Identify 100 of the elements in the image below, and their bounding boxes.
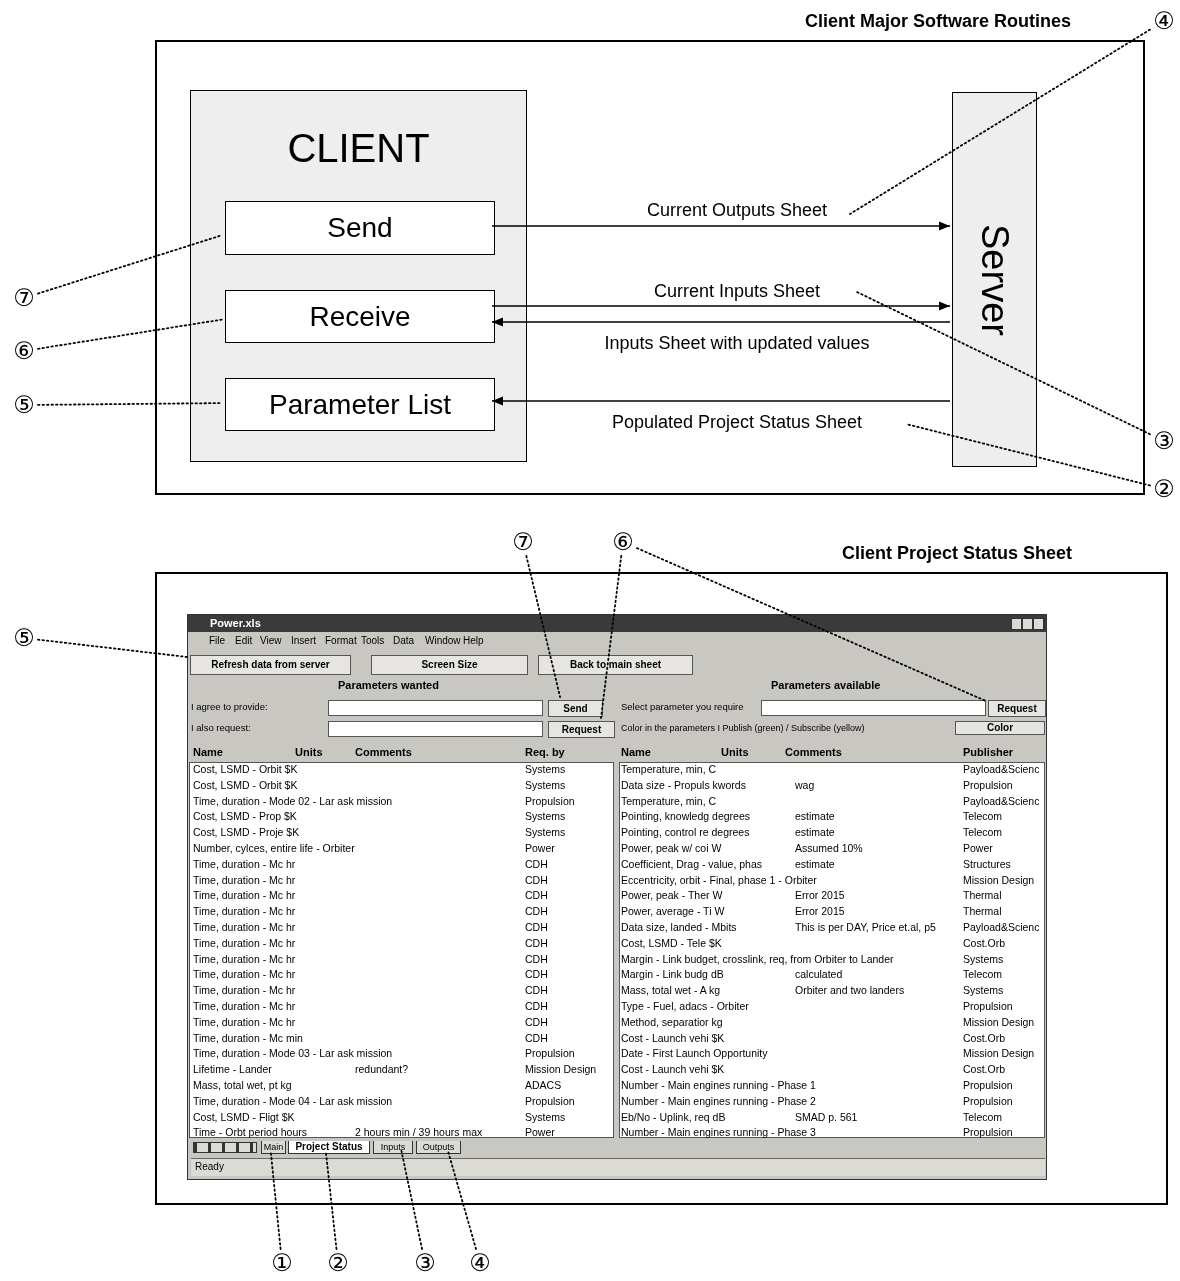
table-cell: Power, peak w/ coi W (621, 842, 722, 855)
sheet-button: Refresh data from server (190, 655, 351, 675)
sheet-button: Request (988, 700, 1046, 717)
table-cell: Cost - Launch vehi $K (621, 1063, 725, 1076)
field-label: Color in the parameters I Publish (green) / Subscribe (yellow) (621, 723, 865, 734)
table-cell: CDH (525, 1031, 548, 1044)
table-cell: Error 2015 (795, 889, 845, 902)
table-cell: ADACS (525, 1079, 562, 1092)
client-heading: CLIENT (287, 125, 430, 171)
table-cell: Cost.Orb (963, 1063, 1005, 1076)
menu-item: Data (393, 635, 415, 647)
routine-box: Receive (225, 290, 495, 343)
column-header: Publisher (963, 746, 1014, 759)
table-cell: estimate (795, 810, 835, 823)
server-box: Server (952, 92, 1037, 467)
table-cell: Mission Design (963, 1015, 1035, 1028)
table-cell: Time, duration - Mc hr (193, 857, 296, 870)
table-cell: Time, duration - Mc hr (193, 889, 296, 902)
table-cell: Propulsion (525, 1094, 575, 1107)
table-cell: Payload&Scienc (963, 763, 1040, 776)
column-header: Comments (355, 746, 412, 759)
table-cell: Error 2015 (795, 905, 845, 918)
table-cell: CDH (525, 936, 548, 949)
table-cell: 2 hours min / 39 hours max (355, 1126, 483, 1139)
table-cell: CDH (525, 1015, 548, 1028)
table-cell: Systems (963, 984, 1004, 997)
table-cell: Power (525, 842, 555, 855)
table-cell: This is per DAY, Price et.al, p5 (795, 921, 936, 934)
table-cell: Time, duration - Mc hr (193, 936, 296, 949)
table-cell: CDH (525, 889, 548, 902)
field-label: I agree to provide: (191, 702, 268, 713)
table-cell: Propulsion (963, 1079, 1013, 1092)
table-cell: Date - First Launch Opportunity (621, 1047, 768, 1060)
menu-item: Edit (235, 635, 253, 647)
column-header: Units (721, 746, 749, 759)
table-cell: Telecom (963, 810, 1003, 823)
table-cell: calculated (795, 968, 843, 981)
column-header: Comments (785, 746, 842, 759)
table-cell: Time, duration - Mc hr (193, 952, 296, 965)
table-cell: Cost.Orb (963, 936, 1005, 949)
sheet-tab: Outputs (416, 1141, 461, 1154)
table-cell: CDH (525, 921, 548, 934)
spreadsheet-window (187, 614, 1047, 1180)
table-cell: Power (963, 842, 993, 855)
table-cell: Method, separatior kg (621, 1015, 723, 1028)
section-heading: Parameters available (771, 679, 881, 692)
table-cell: CDH (525, 968, 548, 981)
table-cell: Systems (525, 1110, 566, 1123)
menu-item: Window (425, 635, 461, 647)
column-header: Name (193, 746, 223, 759)
color-button: Color (955, 721, 1045, 735)
table-cell: Data size, landed - Mbits (621, 921, 737, 934)
table-cell: Mass, total wet - A kg (621, 984, 721, 997)
callout-number: ③ (1150, 427, 1178, 455)
table-cell: Margin - Link budget, crosslink, req, from Orbiter to Lander (621, 952, 894, 965)
sheet-button: Send (548, 700, 603, 717)
callout-number: ④ (466, 1249, 494, 1277)
table-cell: Time, duration - Mode 04 - Lar ask mission (193, 1094, 393, 1107)
table-cell: Pointing, knowledg degrees (621, 810, 750, 823)
field-label: I also request: (191, 723, 251, 734)
callout-number: ④ (1150, 7, 1178, 35)
table-cell: Number - Main engines running - Phase 3 (621, 1126, 816, 1139)
table-cell: Eccentricity, orbit - Final, phase 1 - Orbiter (621, 873, 817, 886)
table-cell: Time, duration - Mode 03 - Lar ask mission (193, 1047, 393, 1060)
table-cell: CDH (525, 984, 548, 997)
callout-number: ⑥ (609, 528, 637, 556)
table-cell: CDH (525, 873, 548, 886)
table-cell: Time, duration - Mc hr (193, 984, 296, 997)
table-cell: Payload&Scienc (963, 921, 1040, 934)
callout-number: ⑤ (10, 391, 38, 419)
callout-number: ⑦ (10, 284, 38, 312)
sheet-tab: Main (261, 1141, 286, 1154)
table-cell: Mass, total wet, pt kg (193, 1079, 292, 1092)
window-title-bar: Power.xls (188, 615, 1046, 632)
menu-item: Tools (361, 635, 385, 647)
table-cell: wag (795, 778, 815, 791)
sheet-button: Screen Size (371, 655, 528, 675)
table-cell: Cost, LSMD - Orbit $K (193, 763, 298, 776)
table-cell: Cost, LSMD - Prop $K (193, 810, 297, 823)
table-cell: Time - Orbt period hours (193, 1126, 307, 1139)
table-cell: CDH (525, 905, 548, 918)
table-cell: Number - Main engines running - Phase 1 (621, 1079, 816, 1092)
table-cell: Time, duration - Mc hr (193, 1015, 296, 1028)
callout-number: ① (268, 1249, 296, 1277)
table-cell: SMAD p. 561 (795, 1110, 858, 1123)
table-cell: Cost, LSMD - Proje $K (193, 826, 300, 839)
panel-heading: Client Project Status Sheet (841, 543, 1072, 564)
table-cell: Cost, LSMD - Tele $K (621, 936, 722, 949)
field-label: Select parameter you require (621, 702, 744, 713)
client-box (190, 90, 527, 462)
table-cell: Propulsion (963, 1126, 1013, 1139)
table-cell: Thermal (963, 905, 1002, 918)
table-cell: Temperature, min, C (621, 763, 717, 776)
table-cell: Propulsion (525, 794, 575, 807)
table-cell: Telecom (963, 968, 1003, 981)
table-cell: Propulsion (963, 778, 1013, 791)
table-cell: Mission Design (963, 873, 1035, 886)
table-cell: Power, peak - Ther W (621, 889, 723, 902)
callout-number: ⑦ (509, 528, 537, 556)
menu-item: Insert (291, 635, 316, 647)
